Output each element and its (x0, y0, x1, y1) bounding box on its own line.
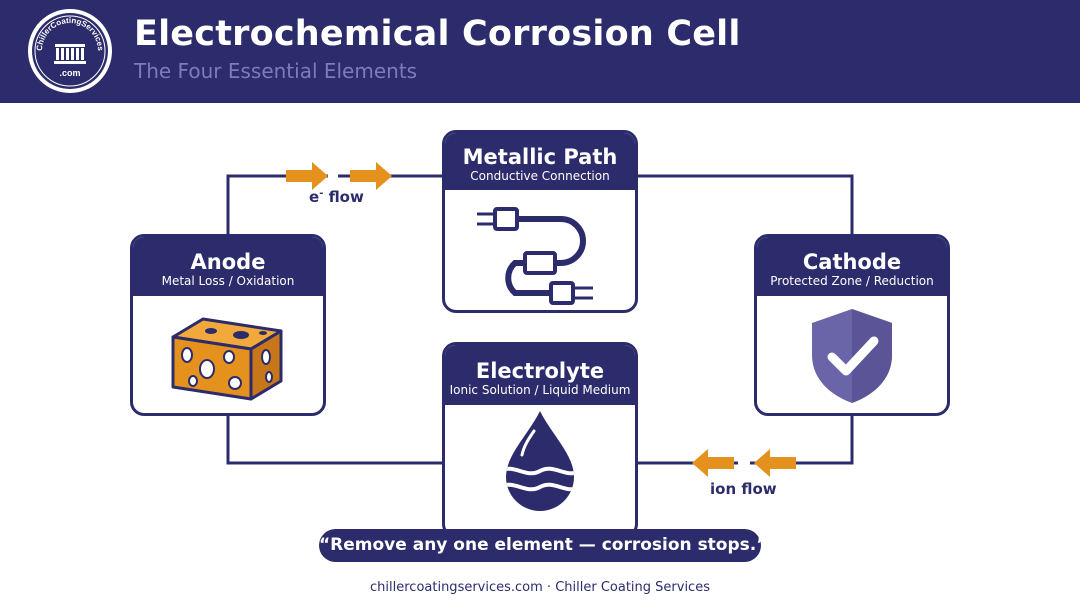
wire-anode-to-path (226, 174, 444, 236)
electrolyte-title: Electrolyte (475, 359, 605, 383)
ion-flow-label: ion flow (710, 480, 777, 498)
corroded-metal-icon (171, 317, 283, 400)
anode-description: Metal Loss / Oxidation (161, 274, 295, 288)
wire-electrolyte-to-anode (226, 414, 444, 465)
shield-check-icon (812, 308, 892, 403)
footer-credit: chillercoatingservices.com · Chiller Coa… (370, 580, 710, 595)
electron-flow-arrow-1 (286, 162, 328, 190)
wire-cathode-to-electrolyte (636, 414, 854, 465)
cable-icon (477, 207, 593, 305)
electron-flow-arrow-2 (350, 162, 392, 190)
company-logo: ChillerCoatingServices .com (28, 9, 112, 93)
water-drop-icon (506, 411, 574, 511)
metallic-path-description: Conductive Connection (470, 169, 610, 183)
cathode-description: Protected Zone / Reduction (770, 274, 934, 288)
metallic-path-title: Metallic Path (462, 145, 618, 169)
metallic-path-card: Metallic Path Conductive Connection (442, 130, 638, 313)
ion-flow-arrow-2 (692, 449, 734, 477)
svg-text:.com: .com (59, 68, 80, 78)
cathode-card: Cathode Protected Zone / Reduction (754, 234, 950, 416)
electron-flow-label: e- flow (309, 188, 364, 206)
cathode-title: Cathode (802, 250, 902, 274)
anode-card: Anode Metal Loss / Oxidation (130, 234, 326, 416)
ion-flow-arrow-1 (754, 449, 796, 477)
page-subtitle: The Four Essential Elements (134, 59, 418, 83)
electrolyte-description: Ionic Solution / Liquid Medium (449, 383, 631, 397)
page-title: Electrochemical Corrosion Cell (134, 14, 741, 54)
header-banner: ChillerCoatingServices .com Electrochemi… (0, 0, 1080, 103)
wire-path-to-cathode (636, 174, 854, 236)
anode-title: Anode (190, 250, 266, 274)
electrolyte-card: Electrolyte Ionic Solution / Liquid Medi… (442, 342, 638, 538)
key-takeaway-banner: “Remove any one element — corrosion stop… (319, 529, 767, 562)
